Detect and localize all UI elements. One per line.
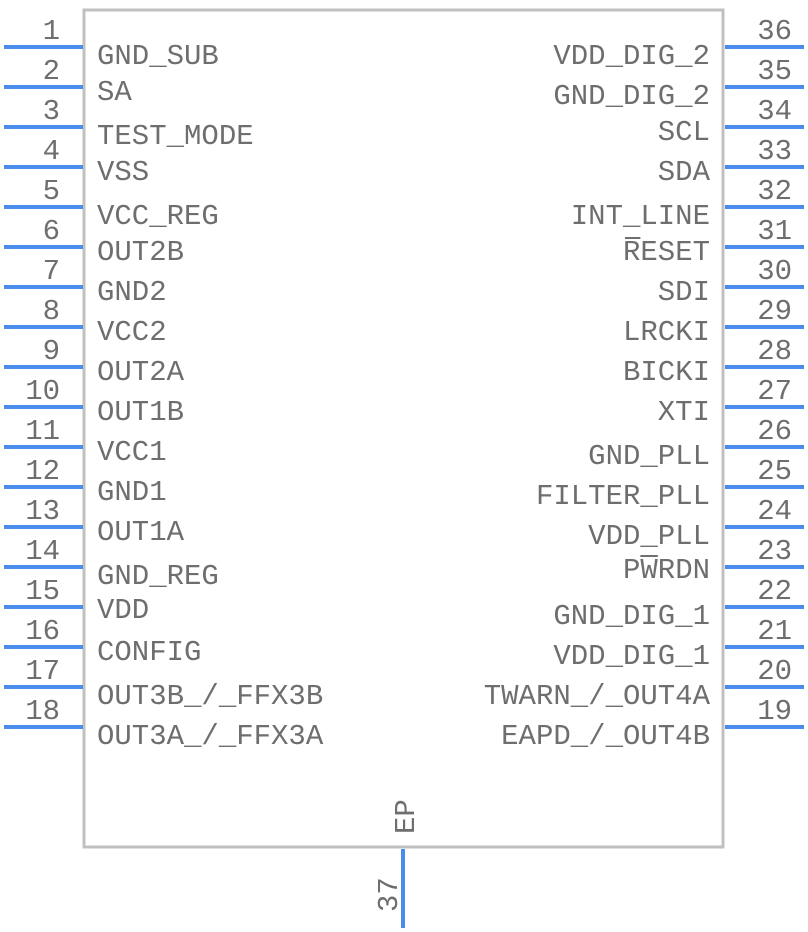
pin-label-xti: XTI (658, 396, 710, 429)
pin-number-33: 33 (757, 135, 792, 168)
pin-label-sdi: SDI (658, 276, 710, 309)
ic-body (82, 8, 725, 849)
pin-number-34: 34 (757, 95, 792, 128)
pin-number-2: 2 (43, 55, 60, 88)
pin-number-12: 12 (25, 455, 60, 488)
pin-number-1: 1 (43, 15, 60, 48)
pin-label-reset: RESET (623, 236, 710, 269)
pin-number-28: 28 (757, 335, 792, 368)
pin-number-8: 8 (43, 295, 60, 328)
pin-label-out1b: OUT1B (97, 396, 184, 429)
pin-number-9: 9 (43, 335, 60, 368)
pin-number-7: 7 (43, 255, 60, 288)
pin-number-26: 26 (757, 415, 792, 448)
pin-number-14: 14 (25, 535, 60, 568)
pin-label-vdd-dig-2: VDD_DIG_2 (553, 40, 710, 73)
pin-label-gnd1: GND1 (97, 476, 167, 509)
pin-number-3: 3 (43, 95, 60, 128)
pin-label-vdd-pll: VDD_PLL (588, 520, 710, 553)
pin-label-vss: VSS (97, 156, 149, 189)
pin-label-scl: SCL (658, 116, 710, 149)
pin-number-22: 22 (757, 575, 792, 608)
pin-label-ep: EP (390, 799, 423, 834)
pin-label-out3a-ffx3a: OUT3A_/_FFX3A (97, 720, 324, 753)
pin-label-filter-pll: FILTER_PLL (536, 480, 710, 513)
pin-label-test-mode: TEST_MODE (97, 120, 254, 153)
pin-label-sa: SA (97, 76, 132, 109)
pin-number-17: 17 (25, 655, 60, 688)
pin-label-bicki: BICKI (623, 356, 710, 389)
pin-number-37: 37 (373, 877, 406, 912)
pin-number-6: 6 (43, 215, 60, 248)
pin-label-vcc1: VCC1 (97, 436, 167, 469)
pin-label-eapd-out4b: EAPD_/_OUT4B (501, 720, 710, 753)
pin-label-gnd-reg: GND_REG (97, 560, 219, 593)
pin-label-config: CONFIG (97, 636, 201, 669)
pin-label-vcc2: VCC2 (97, 316, 167, 349)
pin-label-out2b: OUT2B (97, 236, 184, 269)
pin-number-21: 21 (757, 615, 792, 648)
pin-number-30: 30 (757, 255, 792, 288)
pin-label-lrcki: LRCKI (623, 316, 710, 349)
pin-number-36: 36 (757, 15, 792, 48)
pin-label-out2a: OUT2A (97, 356, 185, 389)
pin-label-out3b-ffx3b: OUT3B_/_FFX3B (97, 680, 323, 713)
pin-label-gnd2: GND2 (97, 276, 167, 309)
pin-label-out1a: OUT1A (97, 516, 185, 549)
pin-number-4: 4 (43, 135, 60, 168)
pin-number-18: 18 (25, 695, 60, 728)
pin-number-11: 11 (25, 415, 60, 448)
pin-number-35: 35 (757, 55, 792, 88)
pin-number-20: 20 (757, 655, 792, 688)
pin-number-13: 13 (25, 495, 60, 528)
pin-label-gnd-pll: GND_PLL (588, 440, 710, 473)
pin-number-31: 31 (757, 215, 792, 248)
pin-number-27: 27 (757, 375, 792, 408)
pin-number-15: 15 (25, 575, 60, 608)
pin-number-32: 32 (757, 175, 792, 208)
pin-label-gnd-dig-1: GND_DIG_1 (553, 600, 710, 633)
pin-number-25: 25 (757, 455, 792, 488)
pin-number-16: 16 (25, 615, 60, 648)
pin-label-sda: SDA (658, 156, 711, 189)
pin-label-vdd: VDD (97, 594, 149, 627)
pin-number-24: 24 (757, 495, 792, 528)
pin-label-pwrdn: PWRDN (623, 554, 710, 587)
pin-label-twarn-out4a: TWARN_/_OUT4A (484, 680, 711, 713)
pin-label-int-line: INT_LINE (571, 200, 710, 233)
pin-label-gnd-dig-2: GND_DIG_2 (553, 80, 710, 113)
pin-number-5: 5 (43, 175, 60, 208)
pin-label-vdd-dig-1: VDD_DIG_1 (553, 640, 710, 673)
pin-number-10: 10 (25, 375, 60, 408)
pin-label-gnd-sub: GND_SUB (97, 40, 219, 73)
pin-number-29: 29 (757, 295, 792, 328)
pin-label-vcc-reg: VCC_REG (97, 200, 219, 233)
pin-number-23: 23 (757, 535, 792, 568)
pin-number-19: 19 (757, 695, 792, 728)
